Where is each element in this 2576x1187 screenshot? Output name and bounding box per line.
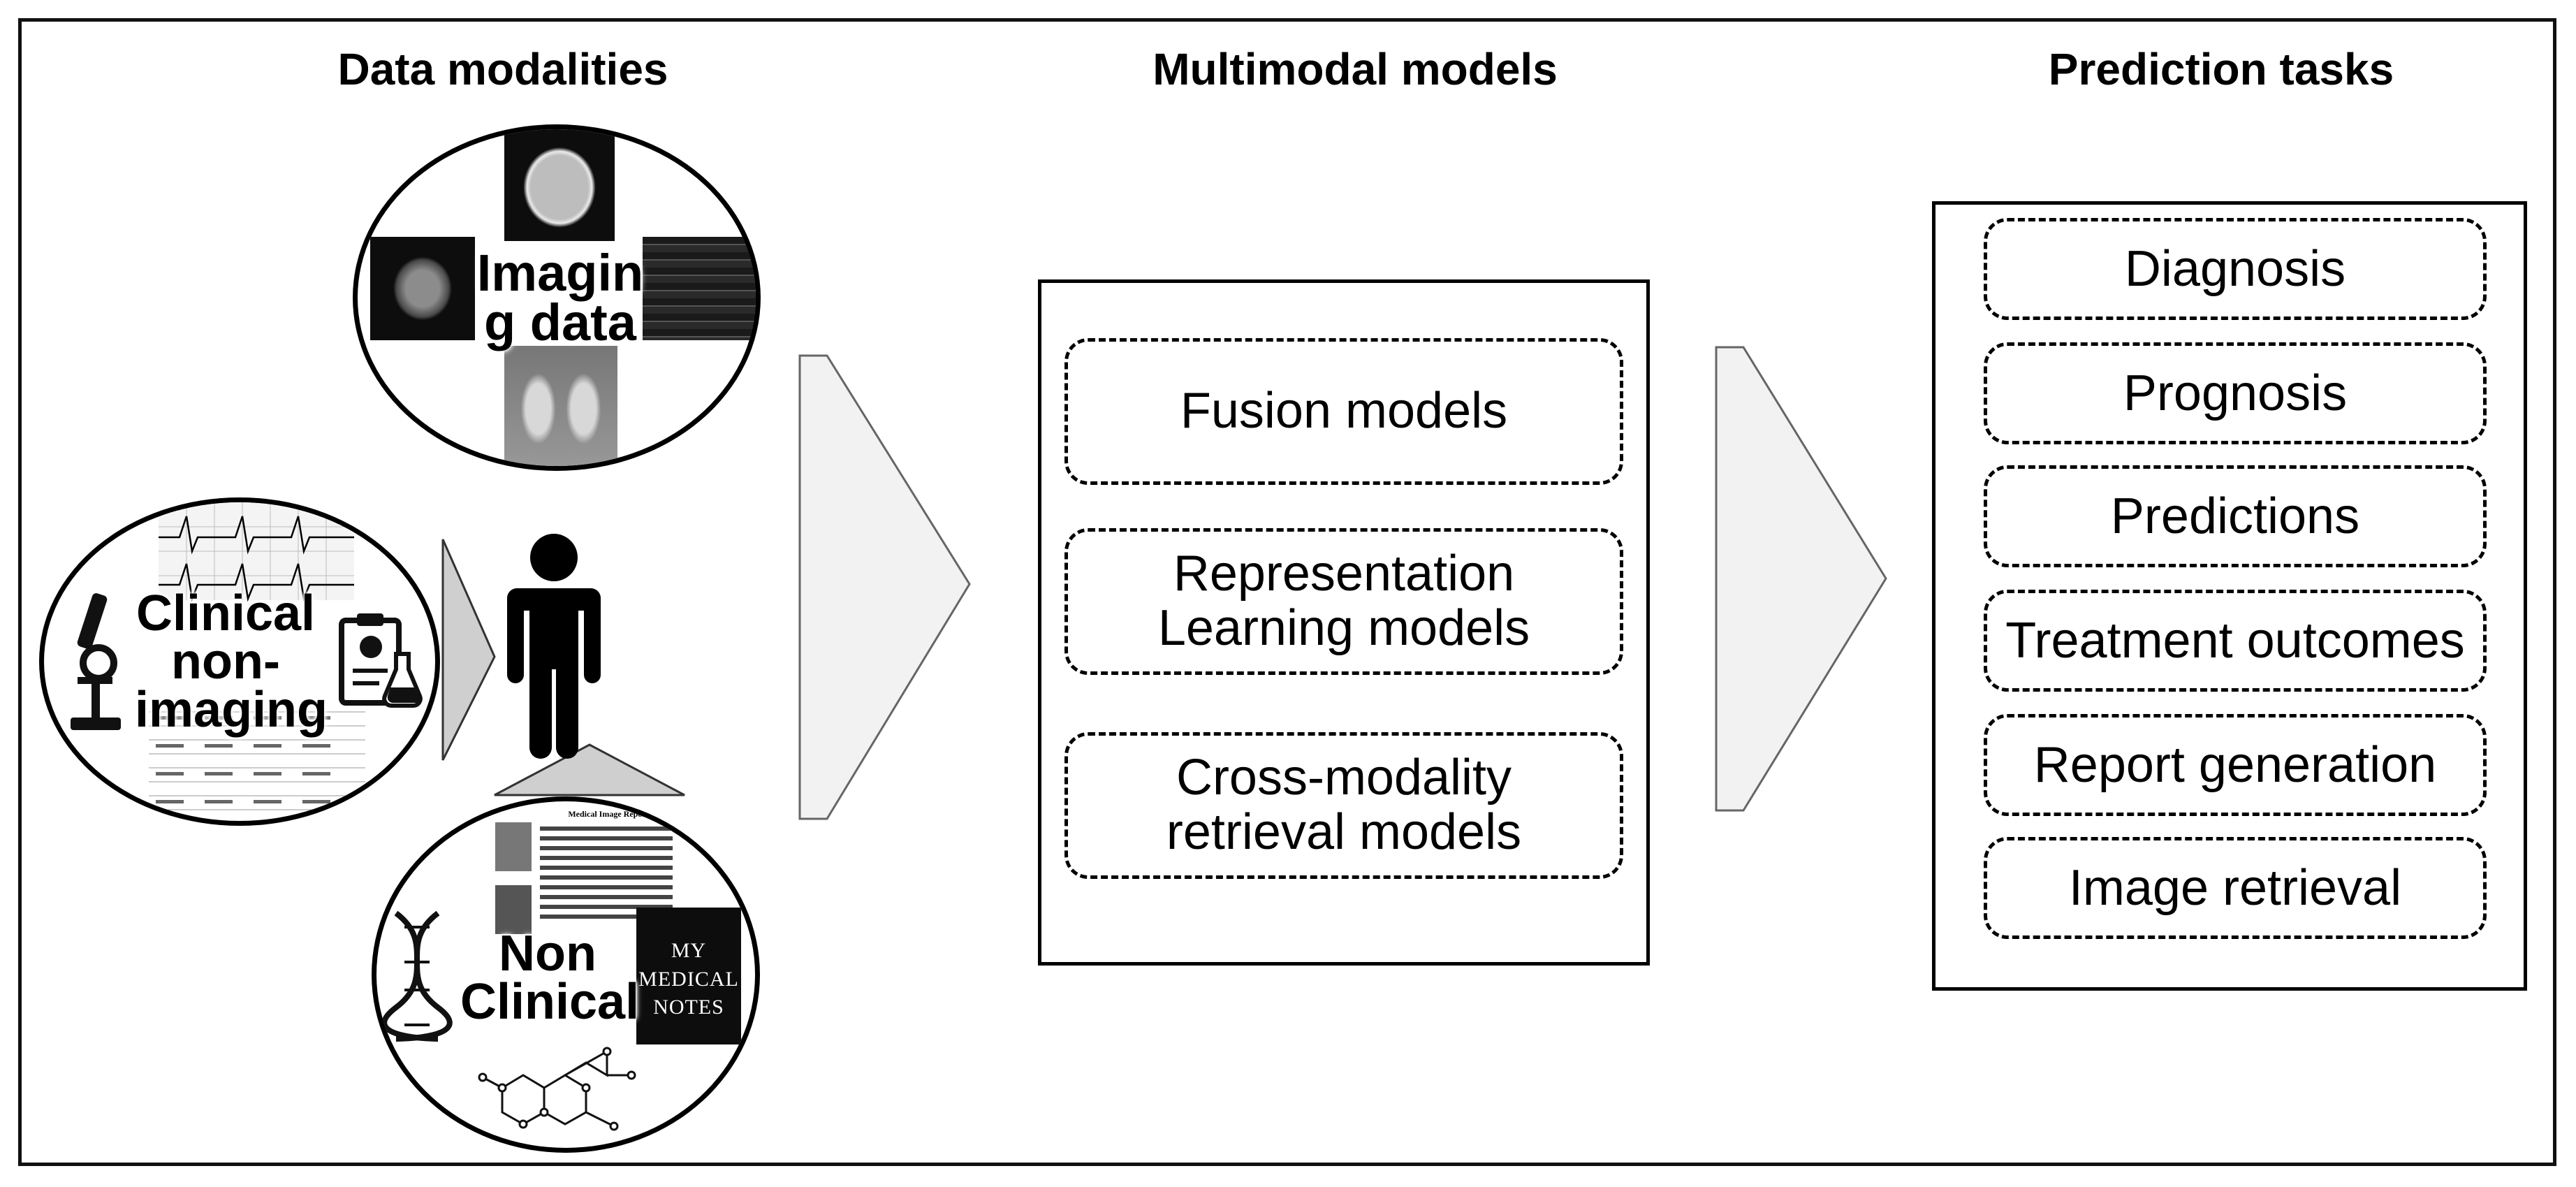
medical-report-title: Medical Image Report (568, 809, 648, 819)
task-treatment-outcomes: Treatment outcomes (1984, 590, 2487, 692)
multimodal-models-box (1038, 279, 1650, 966)
imaging-data-label: Imagin g data (476, 244, 644, 352)
model-representation-learning: Representation Learning models (1064, 528, 1623, 675)
model-cross-modality-retrieval: Cross-modality retrieval models (1064, 732, 1623, 879)
arrow-data-to-models (798, 354, 971, 820)
arrow-nonclinical-to-patient (494, 743, 685, 796)
dna-helix-icon (381, 910, 453, 1042)
brain-mri-thumbnail (370, 237, 475, 340)
task-diagnosis: Diagnosis (1984, 218, 2487, 320)
clinical-non-imaging-label: Clinical non- imaging (135, 585, 328, 738)
arrow-clinical-to-patient (441, 539, 496, 761)
microscope-icon (71, 593, 121, 730)
non-clinical-ellipse: Medical Image Report MY MEDICAL NOTES No… (372, 796, 760, 1153)
molecule-icon (478, 1047, 636, 1131)
task-image-retrieval: Image retrieval (1984, 837, 2487, 939)
chest-xray-thumbnail (504, 346, 617, 466)
medical-report-icon: Medical Image Report (495, 809, 673, 934)
brain-ct-thumbnail (504, 129, 615, 241)
non-clinical-label: Non Clinical (460, 926, 640, 1031)
task-predictions: Predictions (1984, 465, 2487, 567)
clipboard-flask-icon (339, 613, 423, 708)
heading-data-modalities: Data modalities (337, 44, 668, 94)
arrow-models-to-tasks (1715, 346, 1887, 812)
patient-person-icon (507, 534, 601, 759)
clinical-non-imaging-ellipse: Clinical non- imaging (39, 497, 440, 826)
task-report-generation: Report generation (1984, 714, 2487, 816)
medical-notes-cover-text: MY MEDICAL NOTES (638, 939, 739, 1019)
imaging-data-ellipse: Imagin g data (353, 124, 761, 471)
task-prognosis: Prognosis (1984, 342, 2487, 444)
ultrasound-thumbnail (643, 237, 756, 340)
model-fusion: Fusion models (1064, 338, 1623, 485)
ecg-strip-icon (159, 502, 354, 602)
prediction-tasks-box (1932, 201, 2527, 991)
lab-table-icon (149, 711, 365, 810)
heading-multimodal-models: Multimodal models (1152, 44, 1558, 94)
medical-notes-book: MY MEDICAL NOTES (636, 908, 741, 1044)
diagram-frame (18, 18, 2556, 1166)
heading-prediction-tasks: Prediction tasks (2048, 44, 2394, 94)
